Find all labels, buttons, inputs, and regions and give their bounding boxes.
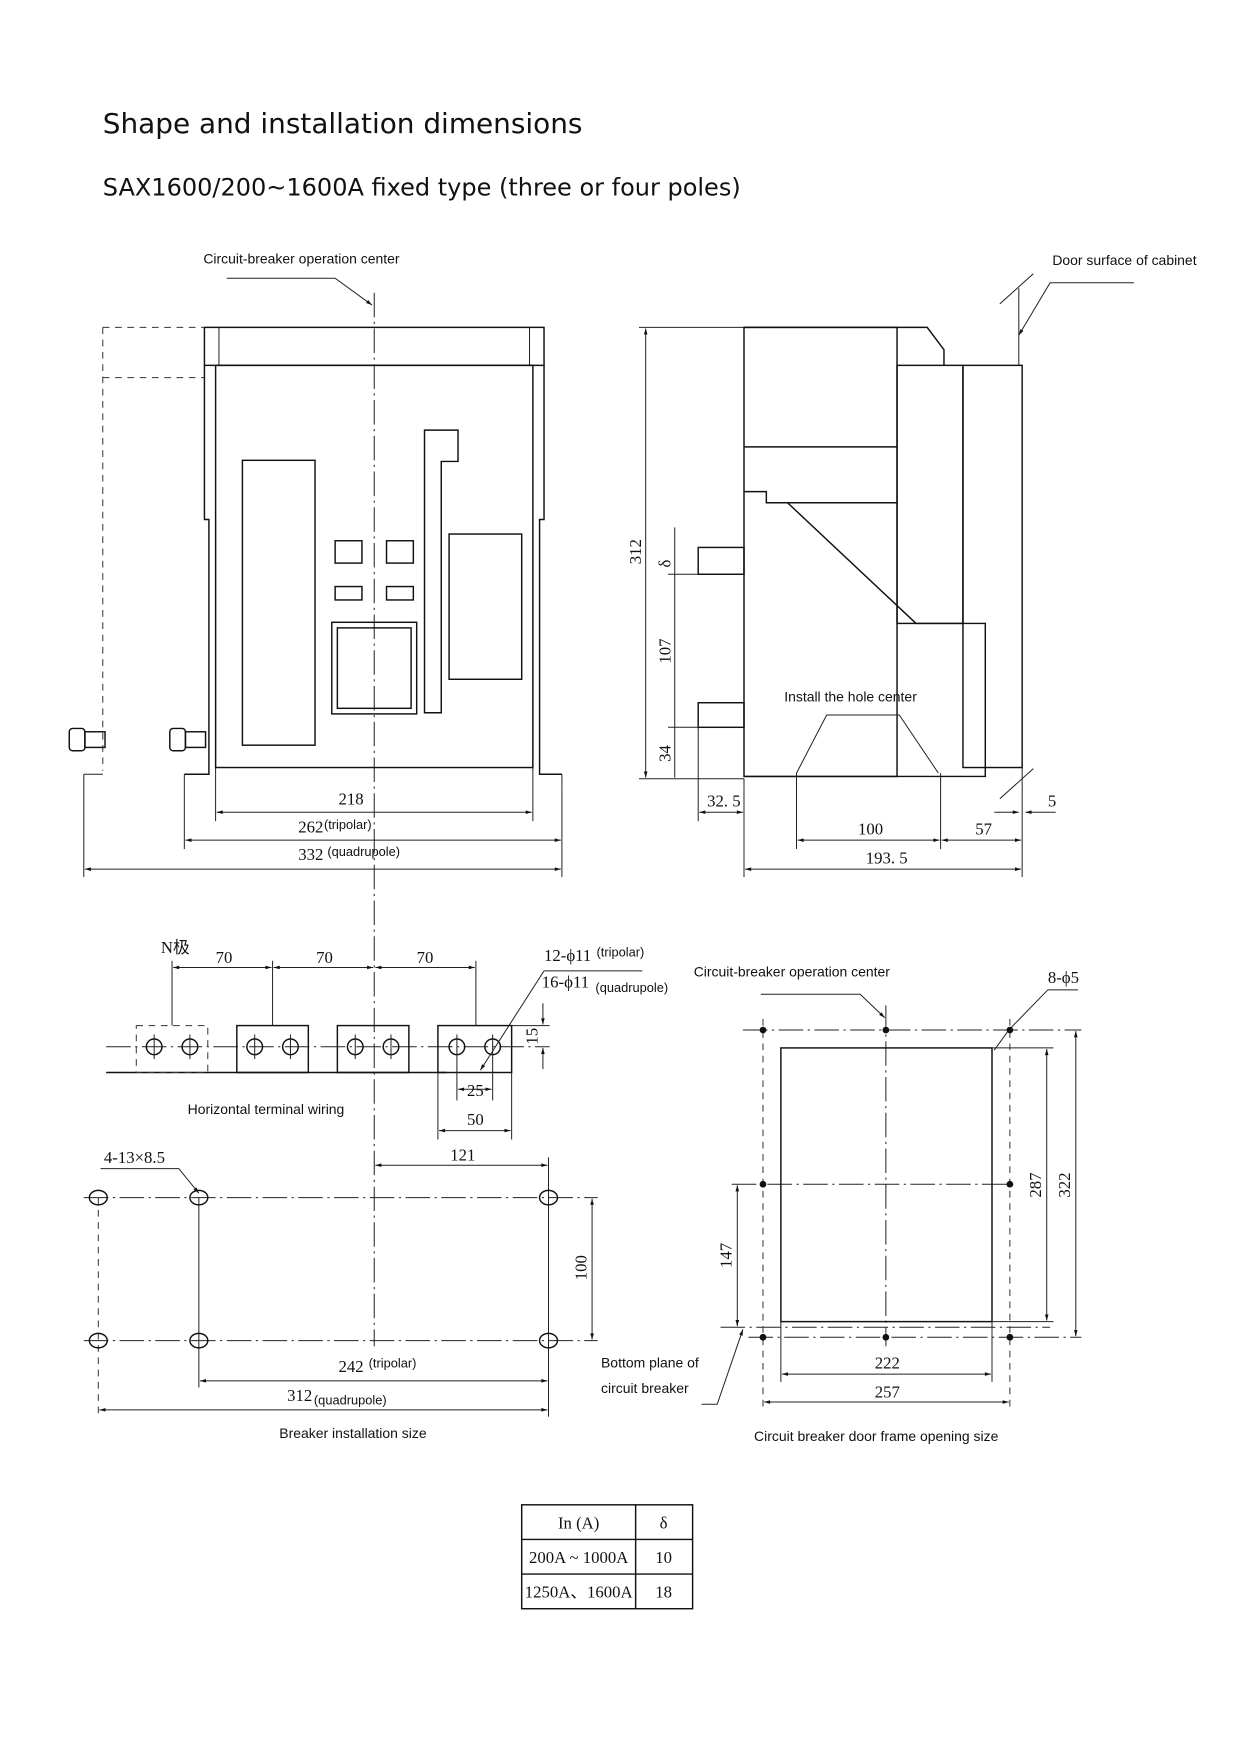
dim-15: 15	[522, 1028, 541, 1045]
table-header-in: In (A)	[558, 1513, 599, 1532]
operation-center-label: Circuit-breaker operation center	[694, 963, 891, 979]
dim-32-5: 32. 5	[707, 792, 741, 811]
door-surface-label: Door surface of cabinet	[1052, 252, 1196, 268]
dim-322: 322	[1055, 1172, 1074, 1197]
door-frame-label: Circuit breaker door frame opening size	[754, 1428, 999, 1444]
dim-5: 5	[1048, 792, 1056, 811]
dim-34: 34	[655, 745, 674, 762]
table-cell: 1250A、1600A	[525, 1583, 633, 1602]
dim-257: 257	[875, 1383, 900, 1402]
install-holes-spec: 4-13×8.5	[104, 1148, 165, 1167]
dim-312: 312	[626, 539, 645, 564]
dim-242: 242	[338, 1357, 363, 1376]
tripolar-note: (tripolar)	[597, 944, 645, 959]
dim-57: 57	[975, 820, 992, 839]
dim-332: 332	[298, 845, 323, 864]
dim-193-5: 193. 5	[866, 849, 908, 868]
tripolar-note: (tripolar)	[324, 817, 372, 832]
front-view: Circuit-breaker operation center	[68, 251, 563, 1347]
dim-218: 218	[338, 789, 363, 808]
door-hole-icon	[759, 1026, 1014, 1341]
dim-delta: δ	[655, 560, 674, 568]
n-pole-label: N极	[161, 938, 190, 957]
terminal-wiring-view: N极 70 70 70 25 50	[106, 938, 668, 1140]
terminal-bolt-icon	[68, 727, 207, 752]
installation-size-label: Breaker installation size	[279, 1425, 427, 1441]
dim-147: 147	[717, 1243, 736, 1268]
table-cell: 200A ~ 1000A	[529, 1548, 628, 1567]
dim-25: 25	[467, 1081, 484, 1100]
dim-222: 222	[875, 1354, 900, 1373]
install-hole-label: Install the hole center	[784, 689, 917, 705]
operation-center-label: Circuit-breaker operation center	[203, 251, 400, 267]
dim-100: 100	[571, 1255, 590, 1280]
bottom-plane-label-1: Bottom plane of	[601, 1354, 699, 1370]
pitch-70-3: 70	[417, 948, 434, 967]
door-frame-view: Circuit-breaker operation center 8-ϕ5 28…	[694, 963, 1082, 1444]
table-cell: 10	[655, 1548, 672, 1567]
dim-262: 262	[298, 817, 323, 836]
quadrupole-note: (quadrupole)	[314, 1392, 387, 1407]
mounting-hole-icon	[88, 1189, 559, 1349]
holes-quadrupole: 16-ϕ11	[542, 973, 589, 992]
quadrupole-note: (quadrupole)	[595, 980, 668, 995]
dim-107: 107	[655, 639, 674, 664]
pitch-70-1: 70	[216, 948, 233, 967]
dim-100: 100	[858, 820, 883, 839]
terminal-wiring-label: Horizontal terminal wiring	[188, 1101, 345, 1117]
bottom-plane-label-2: circuit breaker	[601, 1380, 689, 1396]
page-title: Shape and installation dimensions	[103, 107, 583, 140]
installation-view: 4-13×8.5 121 100 242 (tripolar) 312 (qua…	[83, 1146, 744, 1441]
pitch-70-2: 70	[316, 948, 333, 967]
side-view: Door surface of cabinet 312 δ 107 34 Ins…	[626, 252, 1197, 877]
quadrupole-note: (quadrupole)	[327, 844, 400, 859]
tripolar-note: (tripolar)	[369, 1355, 417, 1370]
dim-50: 50	[467, 1110, 484, 1129]
door-holes-spec: 8-ϕ5	[1048, 968, 1079, 987]
dim-312: 312	[287, 1386, 312, 1405]
dim-121: 121	[450, 1146, 475, 1165]
terminal-hole-icon	[145, 1034, 502, 1101]
delta-table: In (A) δ 200A ~ 1000A 10 1250A、1600A 18	[520, 1504, 694, 1610]
dim-287: 287	[1026, 1172, 1045, 1197]
table-header-delta: δ	[660, 1513, 668, 1532]
holes-tripolar: 12-ϕ11	[544, 946, 591, 965]
page-subtitle: SAX1600/200~1600A fixed type (three or f…	[103, 174, 741, 202]
table-cell: 18	[655, 1583, 672, 1602]
